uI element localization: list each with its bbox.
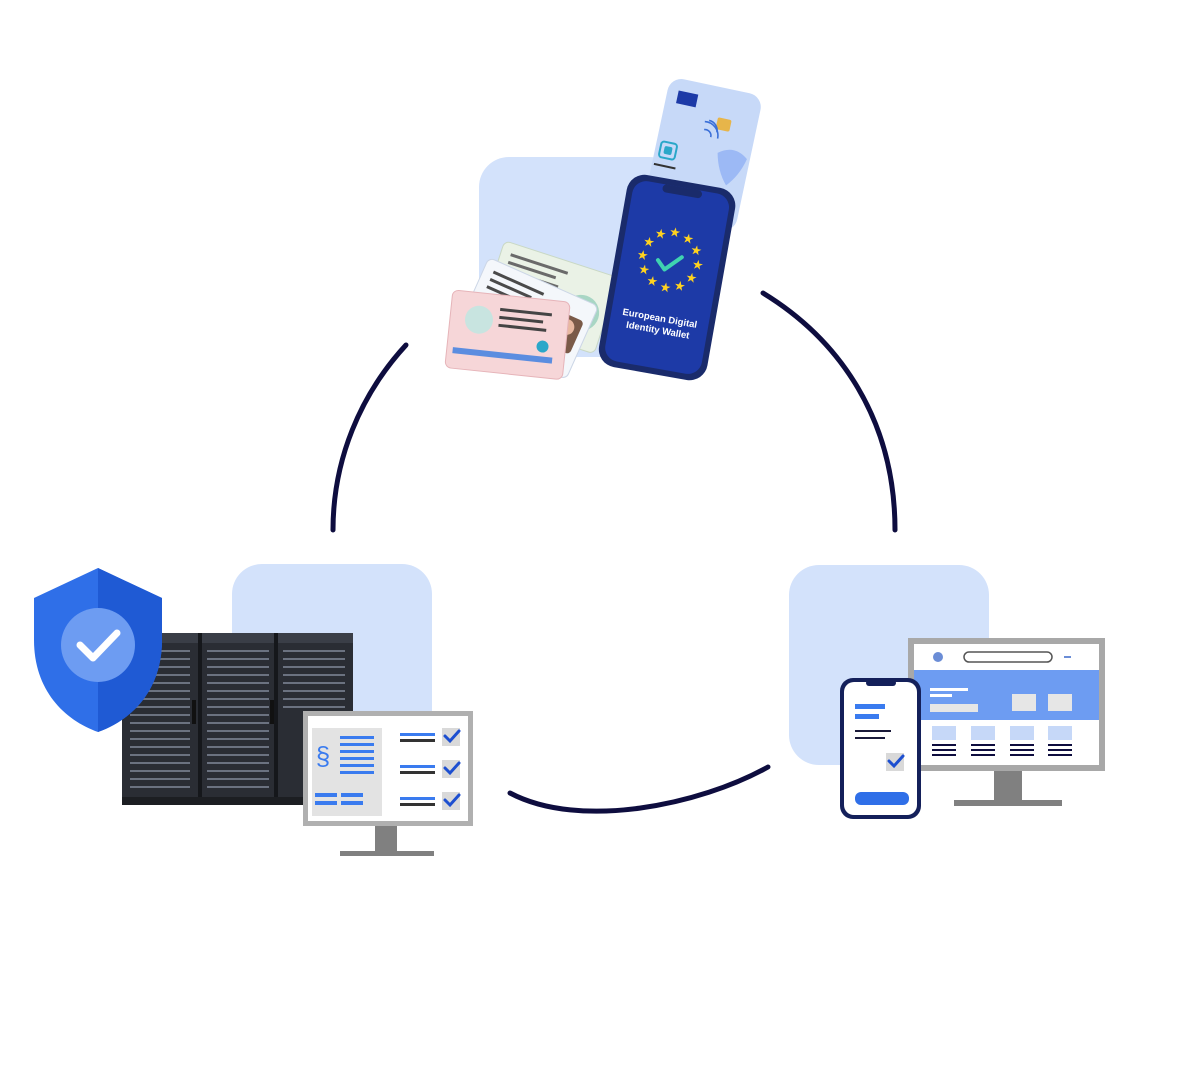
svg-text:★: ★ [637,261,651,278]
provider-node: § [34,564,473,856]
monitor-icon [908,638,1105,806]
eu-wallet-phone-icon: ★ ★ ★ ★ ★ ★ ★ ★ ★ ★ ★ ★ European Digital… [598,174,736,381]
checkbox-icon [443,793,461,808]
checklist [400,728,461,810]
check-icon [655,255,684,272]
shield-check-icon [34,568,162,732]
arc-provider-to-wallet [330,342,409,533]
checkbox-icon [443,729,461,744]
paragraph-icon: § [316,741,330,771]
arc-relying-party-to-provider [507,764,771,814]
svg-text:★: ★ [658,279,672,296]
svg-text:★: ★ [689,242,703,259]
svg-text:★: ★ [681,230,695,247]
svg-text:★: ★ [654,225,668,242]
id-cards-icon [444,241,618,380]
svg-text:★: ★ [691,256,705,273]
svg-text:★: ★ [645,273,659,290]
svg-text:★: ★ [636,247,650,264]
arc-wallet-to-relying-party [760,290,898,533]
eu-star-ring: ★ ★ ★ ★ ★ ★ ★ ★ ★ ★ ★ ★ [636,224,705,296]
smartphone-icon [840,678,921,819]
svg-text:★: ★ [684,269,698,286]
svg-text:★: ★ [668,224,682,241]
wallet-node: ★ ★ ★ ★ ★ ★ ★ ★ ★ ★ ★ ★ European Digital… [444,79,761,381]
server-vents [130,650,345,788]
cycle-arcs [330,290,898,814]
relying-party-node [789,565,1105,819]
checkbox-icon [443,761,461,776]
svg-text:★: ★ [642,233,656,250]
phone-action-button [855,792,909,805]
checkbox-icon [887,754,905,769]
compliance-monitor-icon: § [303,711,473,856]
svg-text:★: ★ [673,277,687,294]
